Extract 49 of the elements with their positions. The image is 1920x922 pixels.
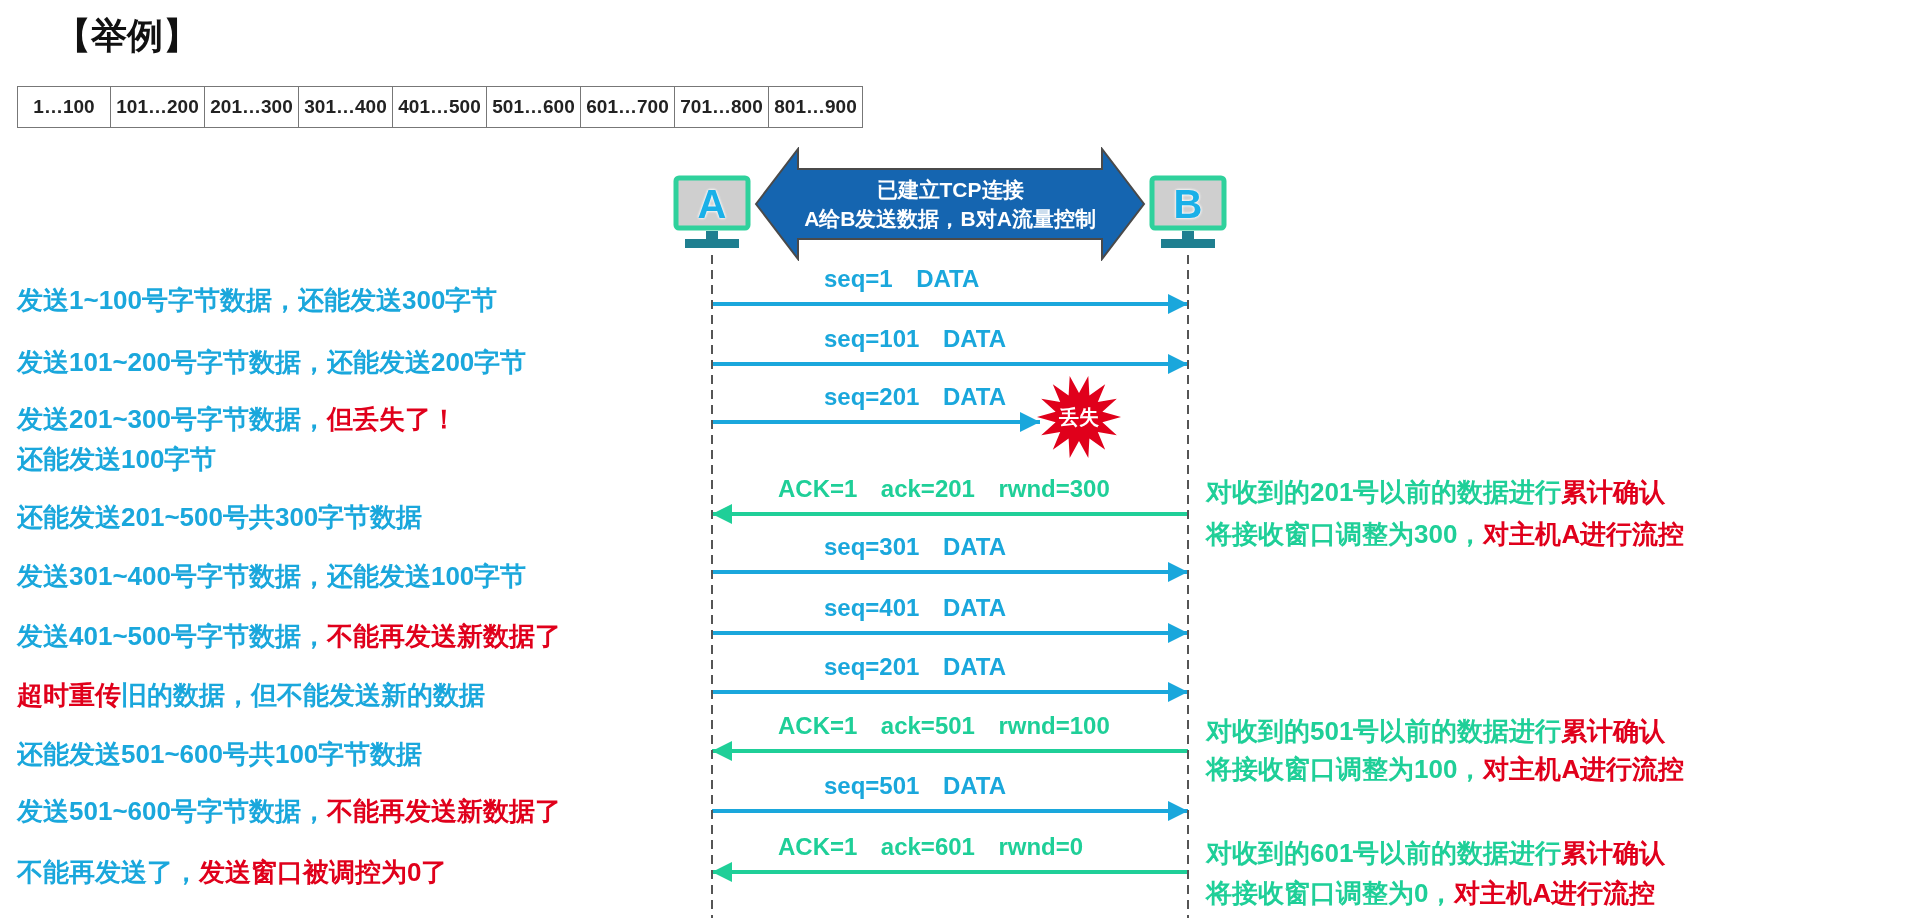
table-cell: 301…400	[299, 86, 393, 128]
edge-label: seq=301 DATA	[824, 532, 1006, 562]
annotation-text: 发送501~600号字节数据，不能再发送新数据了	[17, 795, 561, 828]
annotation-text: 还能发送501~600号共100字节数据	[17, 738, 423, 771]
edge-label: seq=101 DATA	[824, 324, 1006, 354]
annotation-text: 不能再发送了，发送窗口被调控为0了	[17, 856, 448, 889]
annotation-text: 发送1~100号字节数据，还能发送300字节	[17, 284, 498, 317]
table-cell: 701…800	[675, 86, 769, 128]
message-arrow	[712, 504, 1188, 524]
message-arrow	[712, 354, 1188, 374]
message-arrow	[712, 294, 1188, 314]
connection-banner: 已建立TCP连接 A给B发送数据，B对A流量控制	[754, 147, 1146, 261]
edge-label: seq=1 DATA	[824, 264, 980, 294]
edge-label: ACK=1 ack=501 rwnd=100	[778, 711, 1110, 741]
message-arrow	[712, 623, 1188, 643]
edge-label: seq=201 DATA	[824, 652, 1006, 682]
annotation-text: 发送301~400号字节数据，还能发送100字节	[17, 560, 527, 593]
message-arrow	[712, 801, 1188, 821]
message-arrow	[712, 562, 1188, 582]
table-cell: 501…600	[487, 86, 581, 128]
table-cell: 201…300	[205, 86, 299, 128]
edge-label: ACK=1 ack=601 rwnd=0	[778, 832, 1084, 862]
annotation-text: 超时重传旧的数据，但不能发送新的数据	[17, 679, 485, 712]
table-cell: 1…100	[17, 86, 111, 128]
annotation-text: 还能发送201~500号共300字节数据	[17, 501, 423, 534]
annotation-text: 对收到的601号以前的数据进行累计确认	[1206, 837, 1666, 870]
table-cell: 601…700	[581, 86, 675, 128]
annotation-text: 将接收窗口调整为300，对主机A进行流控	[1206, 518, 1685, 551]
annotation-text: 对收到的201号以前的数据进行累计确认	[1206, 476, 1666, 509]
message-arrow	[712, 682, 1188, 702]
annotation-text: 对收到的501号以前的数据进行累计确认	[1206, 715, 1666, 748]
edge-label: seq=501 DATA	[824, 771, 1006, 801]
annotation-text: 将接收窗口调整为0，对主机A进行流控	[1206, 877, 1656, 910]
edge-label: ACK=1 ack=201 rwnd=300	[778, 474, 1110, 504]
message-arrow	[712, 741, 1188, 761]
table-cell: 101…200	[111, 86, 205, 128]
heading: 【举例】	[55, 14, 199, 58]
edge-label: seq=401 DATA	[824, 593, 1006, 623]
table-cell: 801…900	[769, 86, 863, 128]
annotation-text: 发送101~200号字节数据，还能发送200字节	[17, 346, 527, 379]
computer-node: A	[673, 175, 751, 918]
annotation-text: 将接收窗口调整为100，对主机A进行流控	[1206, 753, 1685, 786]
edge-label: seq=201 DATA	[824, 382, 1006, 412]
annotation-text: 发送401~500号字节数据，不能再发送新数据了	[17, 620, 561, 653]
annotation-text: 还能发送100字节	[17, 443, 217, 476]
table-cell: 401…500	[393, 86, 487, 128]
message-arrow	[712, 862, 1188, 882]
annotation-text: 发送201~300号字节数据，但丢失了！	[17, 403, 457, 436]
message-arrow	[712, 412, 1040, 432]
